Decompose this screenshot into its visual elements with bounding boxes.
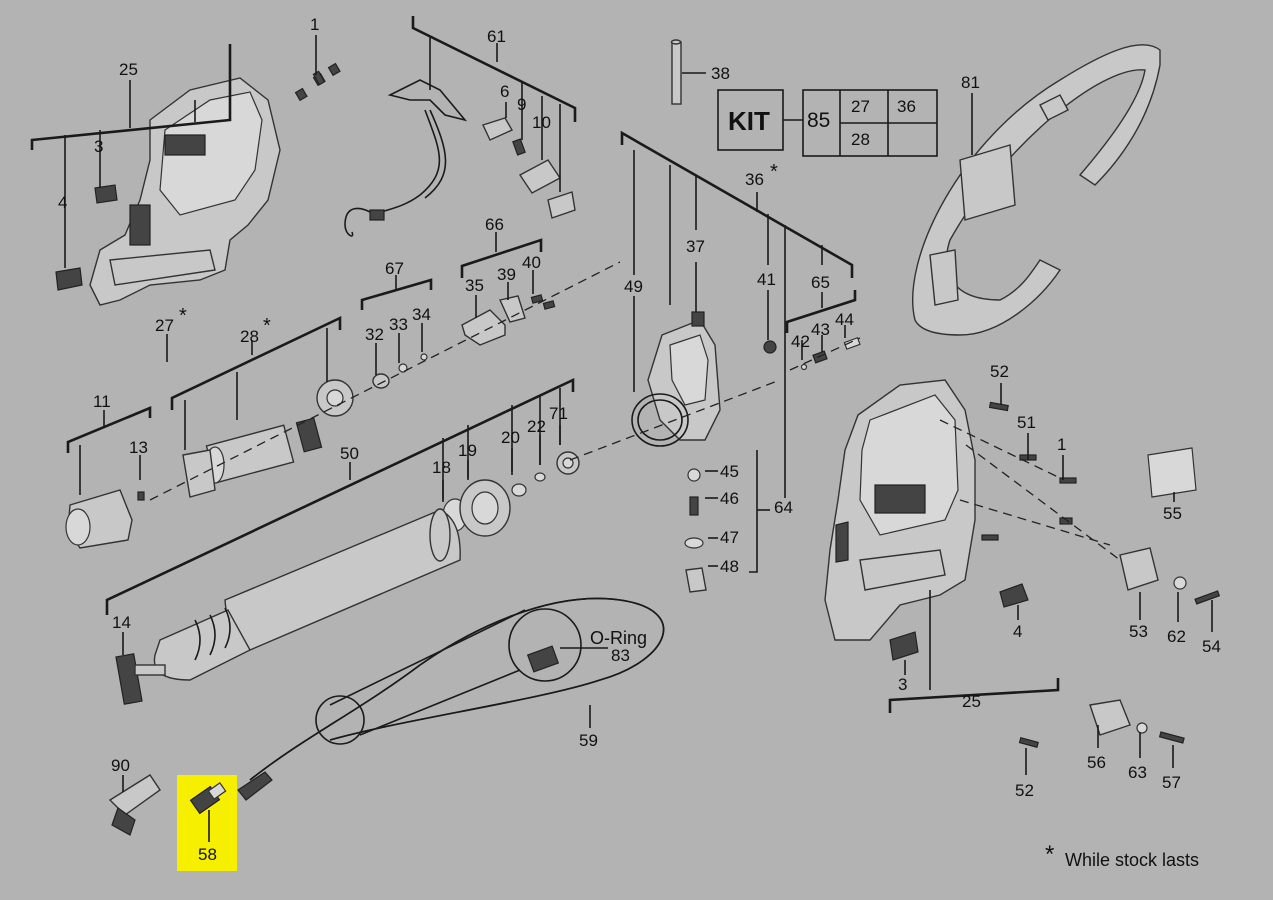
callout-33: 33 — [389, 315, 408, 334]
callout-90: 90 — [111, 756, 130, 775]
callout-59: 59 — [579, 731, 598, 750]
footnote-star: * — [1045, 841, 1054, 868]
callout-20: 20 — [501, 428, 520, 447]
callout-47: 47 — [720, 528, 739, 547]
callout-62: 62 — [1167, 627, 1186, 646]
rod-38 — [670, 39, 682, 105]
wire-harness — [344, 79, 576, 237]
callout-1-right: 1 — [1057, 435, 1066, 454]
star-28: * — [263, 315, 271, 337]
callout-49: 49 — [624, 277, 643, 296]
kit-number: 85 — [807, 109, 830, 132]
callout-28: 28 — [240, 327, 259, 346]
callout-52-top: 52 — [990, 362, 1009, 381]
callout-55: 55 — [1163, 504, 1182, 523]
leader-lines — [30, 16, 1213, 842]
callout-53: 53 — [1129, 622, 1148, 641]
grease-hose — [237, 597, 665, 801]
star-27: * — [179, 305, 187, 327]
callout-36: 36 — [745, 170, 764, 189]
callout-58: 58 — [198, 845, 217, 864]
callout-43: 43 — [811, 320, 830, 339]
callout-54: 54 — [1202, 637, 1221, 656]
callout-25-bottom: 25 — [962, 692, 981, 711]
coupler-90 — [108, 774, 161, 836]
callout-22: 22 — [527, 417, 546, 436]
callout-4-top: 4 — [58, 193, 67, 212]
callout-25-top: 25 — [119, 60, 138, 79]
motor-assembly — [65, 379, 354, 549]
callout-10: 10 — [532, 113, 551, 132]
callout-9: 9 — [517, 95, 526, 114]
grease-barrel — [115, 508, 461, 705]
callout-3-bottom: 3 — [898, 675, 907, 694]
screws-1 — [294, 62, 341, 102]
kit-item-36: 36 — [897, 97, 916, 116]
callout-61: 61 — [487, 27, 506, 46]
callout-6: 6 — [500, 82, 509, 101]
seals-and-washers — [442, 451, 580, 537]
callout-32: 32 — [365, 325, 384, 344]
kit-item-28: 28 — [851, 130, 870, 149]
callout-52-bottom: 52 — [1015, 781, 1034, 800]
callout-35: 35 — [465, 276, 484, 295]
callout-51: 51 — [1017, 413, 1036, 432]
callout-50: 50 — [340, 444, 359, 463]
callout-46: 46 — [720, 489, 739, 508]
kit-label: KIT — [728, 106, 770, 136]
callout-numbers: 25 3 4 1 61 6 9 10 38 KIT 85 27 36 28 81… — [58, 15, 1221, 870]
callout-67: 67 — [385, 259, 404, 278]
callout-48: 48 — [720, 557, 739, 576]
callout-64: 64 — [774, 498, 793, 517]
callout-3-top: 3 — [94, 137, 103, 156]
callout-34: 34 — [412, 305, 431, 324]
pump-body — [631, 311, 777, 447]
callout-44: 44 — [835, 310, 854, 329]
callout-38: 38 — [711, 64, 730, 83]
shoulder-strap — [912, 44, 1161, 336]
footnote-text: While stock lasts — [1065, 850, 1199, 870]
star-36: * — [770, 161, 778, 183]
callout-4-right: 4 — [1013, 622, 1022, 641]
callout-56: 56 — [1087, 753, 1106, 772]
callout-63: 63 — [1128, 763, 1147, 782]
valve-parts — [684, 337, 861, 593]
callout-39: 39 — [497, 265, 516, 284]
right-side-parts — [981, 401, 1221, 748]
callout-27: 27 — [155, 316, 174, 335]
callout-1-top: 1 — [310, 15, 319, 34]
callout-14: 14 — [112, 613, 131, 632]
callout-18: 18 — [432, 458, 451, 477]
callout-71: 71 — [549, 404, 568, 423]
callout-65: 65 — [811, 273, 830, 292]
callout-11: 11 — [93, 392, 111, 411]
callout-66: 66 — [485, 215, 504, 234]
callout-41: 41 — [757, 270, 776, 289]
housing-half-left — [55, 77, 281, 306]
callout-83: 83 — [611, 646, 630, 665]
kit-item-27: 27 — [851, 97, 870, 116]
callout-37: 37 — [686, 237, 705, 256]
callout-42: 42 — [791, 332, 810, 351]
callout-45: 45 — [720, 462, 739, 481]
housing-half-right — [824, 379, 1029, 661]
o-ring-label: O-Ring — [590, 628, 647, 648]
callout-40: 40 — [522, 253, 541, 272]
nozzle-58 — [189, 782, 227, 815]
callout-57: 57 — [1162, 773, 1181, 792]
callout-81: 81 — [961, 73, 980, 92]
callout-13: 13 — [129, 438, 148, 457]
assembly-lines — [149, 261, 1121, 561]
callout-19: 19 — [458, 441, 477, 460]
